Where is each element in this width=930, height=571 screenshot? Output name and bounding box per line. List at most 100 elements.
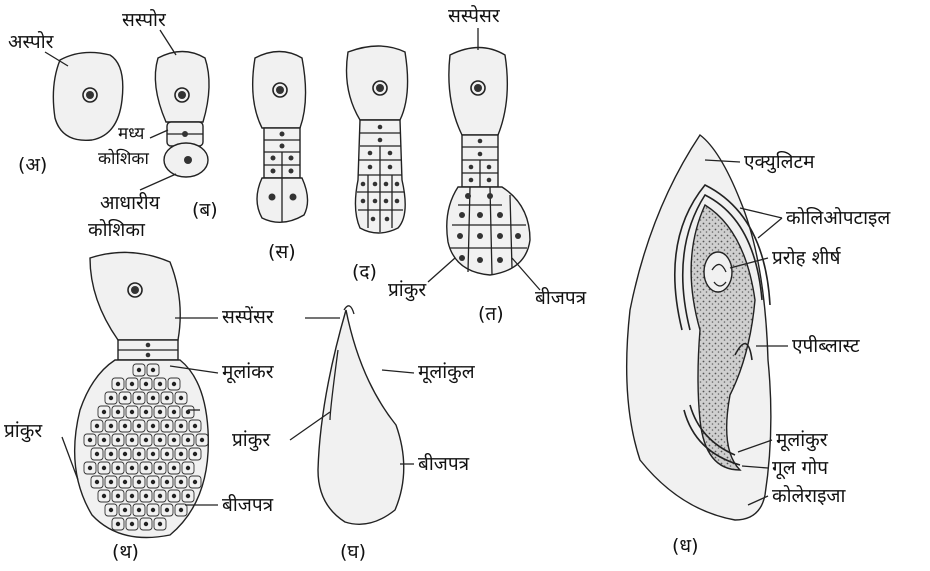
th-cell-nucleus [158,410,162,414]
th-cell-nucleus [151,424,155,428]
th-cell-nucleus [200,438,204,442]
label-beejpatra-th: बीजपत्र [222,493,274,516]
leader-prankur-t [428,258,455,282]
th-cell-nucleus [144,382,148,386]
th-cell-nucleus [95,452,99,456]
label-epiblast: एपीब्लास्ट [792,334,860,357]
th-cell-nucleus [172,382,176,386]
stage-b-label: (ब) [192,199,218,221]
th-cell-nucleus [158,494,162,498]
label-asporo: अस्पोर [8,30,55,53]
label-beejpatra-t: बीजपत्र [535,286,587,309]
th-cell-nucleus [158,522,162,526]
th-cell-nucleus [172,494,176,498]
leader-mulankul [382,370,414,373]
leader-beejpatra-t [512,258,540,290]
label-mulankur: मूलांकुर [776,429,829,452]
th-cell-nucleus [144,438,148,442]
label-prankur-th: प्रांकुर [4,420,43,443]
th-cell-nucleus [102,466,106,470]
th-cell-nucleus [186,494,190,498]
th-cell-nucleus [179,396,183,400]
stage-th-embryo [75,252,209,537]
stage-a-zygote [53,52,122,140]
th-cell-nucleus [123,452,127,456]
stage-a-label: (अ) [18,154,47,176]
stage-th-label: (थ) [112,541,139,563]
th-cell-nucleus [116,466,120,470]
th-cell-nucleus [172,466,176,470]
th-cell-nucleus [137,368,141,372]
label-koshika-2: कोशिका [88,218,146,241]
leader-adharia [140,174,176,190]
stage-s-embryo [253,52,308,223]
th-cell-nucleus [144,494,148,498]
th-cell-nucleus [102,410,106,414]
th-cell-nucleus [165,424,169,428]
label-koshika-1: कोशिका [98,148,149,169]
th-cell-nucleus [130,382,134,386]
label-koliopitail: कोलिओपटाइल [786,206,891,229]
th-cell-nucleus [144,466,148,470]
th-cell-nucleus [123,508,127,512]
label-gul-gop: गूल गोप [772,456,829,480]
label-kolerizha: कोलेराइजा [772,484,847,507]
label-mulankul: मूलांकुल [418,361,476,384]
label-sasp-mid: सस्पेंसर [222,305,275,328]
stage-gh-embryo [318,306,404,524]
th-cell-nucleus [116,522,120,526]
th-cell-nucleus [116,382,120,386]
th-cell-nucleus [88,466,92,470]
stage-d-embryo [347,46,408,233]
th-cell-nucleus [179,452,183,456]
label-mulankar: मूलांकर [222,361,275,384]
th-cell-nucleus [102,494,106,498]
th-cell-nucleus [165,396,169,400]
th-cell-nucleus [172,410,176,414]
th-cell-nucleus [179,480,183,484]
th-cell-nucleus [151,508,155,512]
th-cell-nucleus [123,424,127,428]
th-cell-nucleus [193,480,197,484]
th-cell-nucleus [137,424,141,428]
th-cell-nucleus [123,396,127,400]
th-cell-nucleus [130,438,134,442]
stage-dh-label: (ध) [672,535,699,557]
th-cell-nucleus [130,466,134,470]
stage-t-embryo [447,48,530,276]
th-cell-nucleus [193,452,197,456]
label-adharia: आधारीय [100,191,161,214]
stage-gh-label: (घ) [340,541,366,563]
th-cell-nucleus [109,424,113,428]
th-cell-nucleus [158,466,162,470]
stage-s-label: (स) [268,241,296,263]
th-cell-nucleus [88,438,92,442]
stage-t-label: (त) [478,303,504,325]
th-cell-nucleus [109,508,113,512]
th-cell-nucleus [116,410,120,414]
th-cell-nucleus [144,522,148,526]
th-cell-nucleus [193,424,197,428]
th-cell-nucleus [179,508,183,512]
leader-koliopitail-2 [758,218,782,238]
stage-d-label: (द) [352,261,377,283]
th-cell-nucleus [151,452,155,456]
th-cell-nucleus [109,452,113,456]
label-madhya: मध्य [118,124,146,144]
th-cell-nucleus [158,382,162,386]
th-cell-nucleus [186,466,190,470]
th-cell-nucleus [95,480,99,484]
leader-sasporo [160,30,176,55]
th-cell-nucleus [165,508,169,512]
th-cell-nucleus [137,480,141,484]
th-cell-nucleus [130,522,134,526]
label-beejpatra-gh: बीजपत्र [418,452,470,475]
stage-dh-grass-embryo [627,135,771,520]
label-prankur-t: प्रांकुर [388,279,427,302]
leader-madhya [150,130,168,138]
th-cell-nucleus [151,396,155,400]
th-cell-nucleus [165,452,169,456]
th-cell-nucleus [137,396,141,400]
label-sasporo: सस्पोर [122,8,167,31]
